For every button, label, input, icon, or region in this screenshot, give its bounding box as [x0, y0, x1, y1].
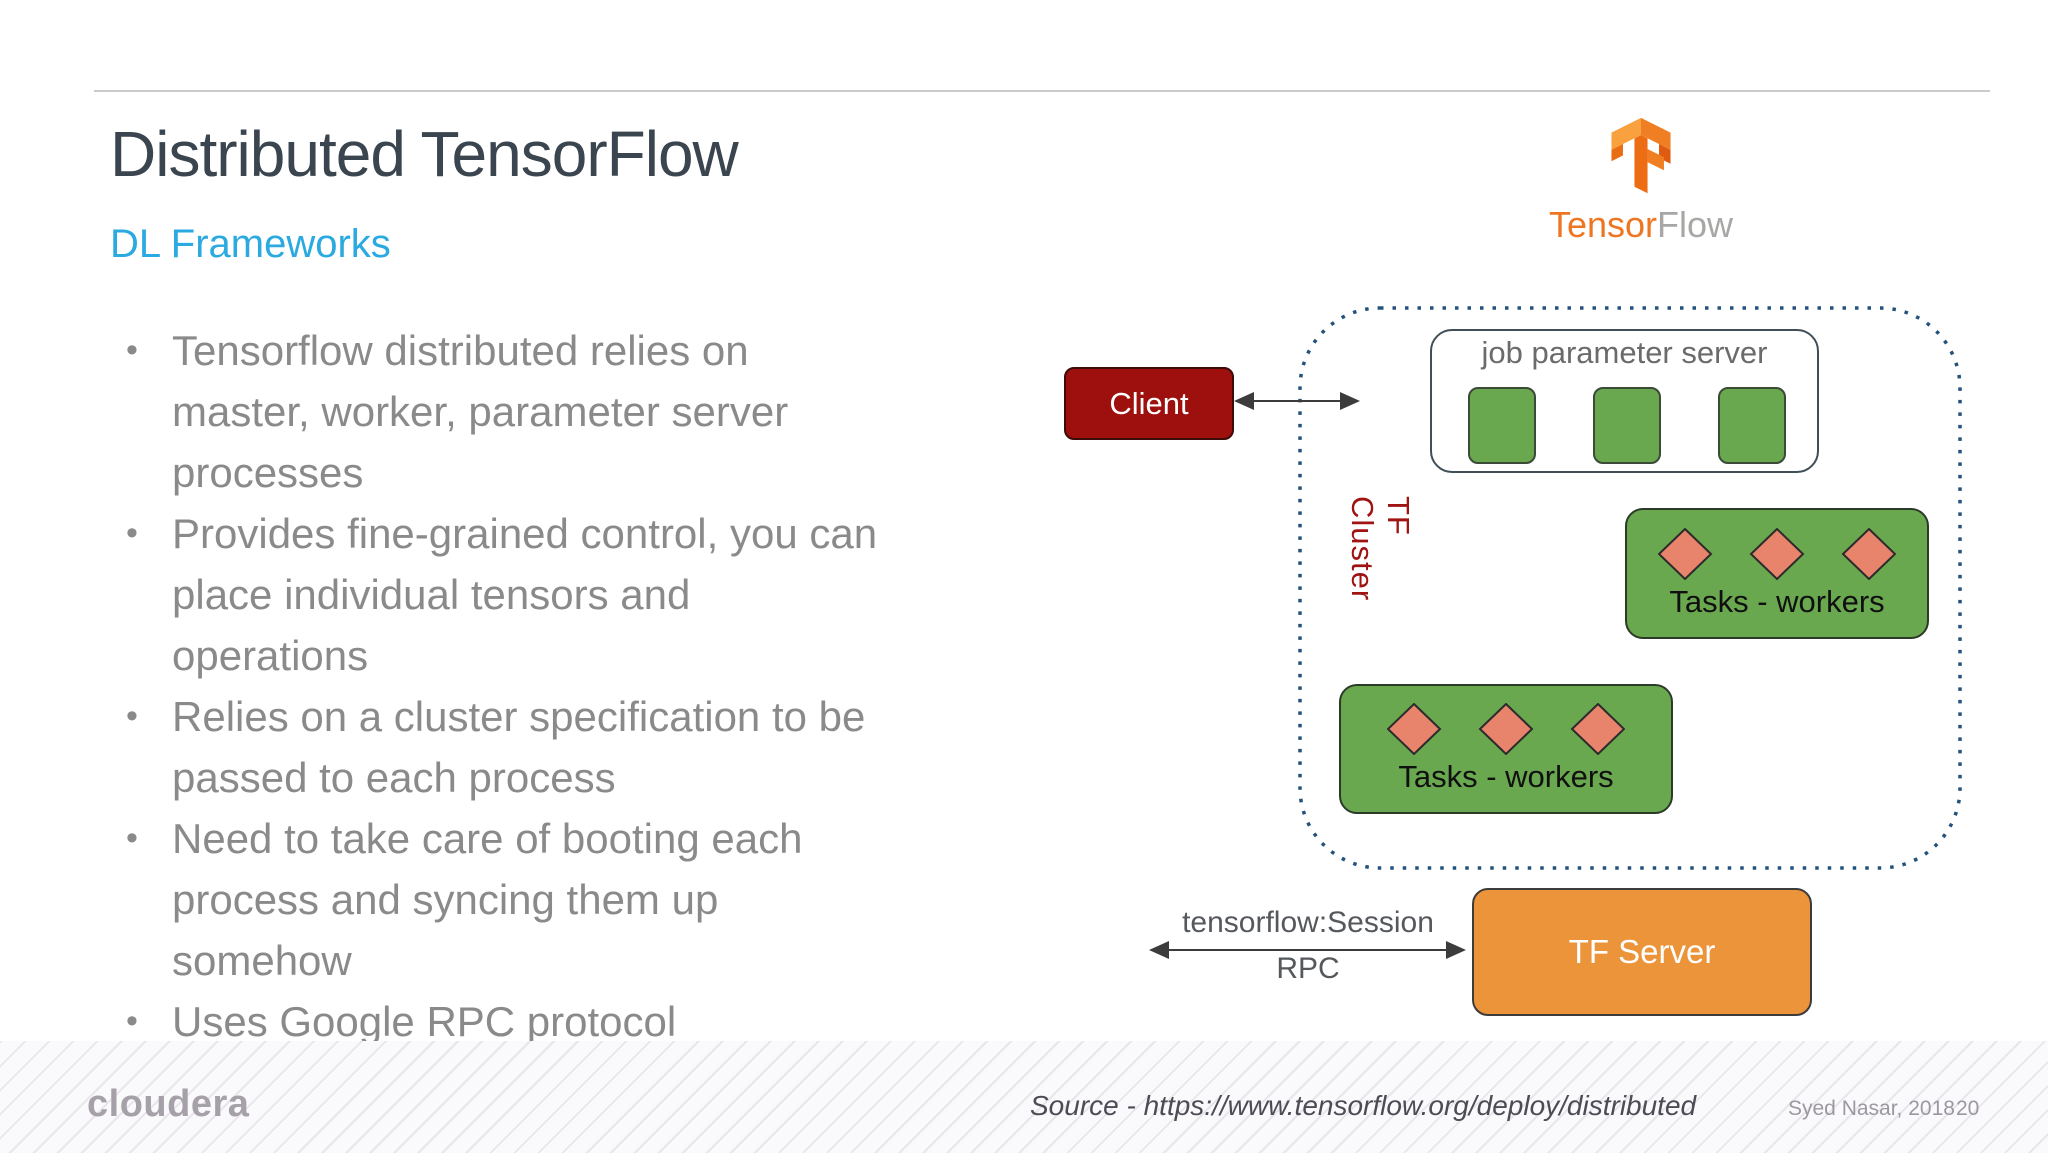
- tensorflow-wordmark: TensorFlow: [1541, 204, 1741, 246]
- tasks-workers-label: Tasks - workers: [1398, 759, 1614, 794]
- tasks-workers-node-bottom: Tasks - workers: [1339, 684, 1673, 814]
- bullet-list: Tensorflow distributed relies on master,…: [118, 320, 1178, 1052]
- bullet-item: Tensorflow distributed relies on master,…: [118, 320, 1178, 503]
- author-credit: Syed Nasar, 2018: [1788, 1097, 1955, 1120]
- page-title: Distributed TensorFlow: [110, 118, 739, 190]
- page-subtitle: DL Frameworks: [110, 222, 391, 266]
- tensorflow-logo-icon: [1611, 117, 1671, 194]
- parameter-task-icon: [1718, 387, 1786, 464]
- tensorflow-wordmark-flow: Flow: [1657, 204, 1734, 245]
- worker-diamond-icons: [1387, 703, 1625, 755]
- client-node: Client: [1064, 367, 1234, 440]
- client-node-label: Client: [1109, 385, 1189, 421]
- bullet-item: Relies on a cluster specification to be …: [118, 686, 1178, 808]
- footer-hatch-band: [0, 1041, 2048, 1153]
- worker-diamond-icons: [1658, 527, 1896, 580]
- bullet-item: Need to take care of booting each proces…: [118, 808, 1178, 991]
- job-parameter-server-node: job parameter server: [1430, 329, 1819, 473]
- session-arrow-caption-line1: tensorflow:Session: [1182, 906, 1434, 939]
- tensorflow-wordmark-tensor: Tensor: [1548, 204, 1658, 245]
- tasks-workers-node-top: Tasks - workers: [1625, 508, 1929, 639]
- tf-server-node: TF Server: [1472, 888, 1812, 1016]
- source-citation: Source - https://www.tensorflow.org/depl…: [1030, 1090, 1697, 1121]
- parameter-task-icon: [1593, 387, 1661, 464]
- parameter-task-icon: [1468, 387, 1536, 464]
- header-divider: [94, 90, 1990, 92]
- bullet-item: Uses Google RPC protocol: [118, 991, 1178, 1052]
- page-number: 20: [1956, 1097, 1980, 1120]
- job-parameter-server-label: job parameter server: [1481, 335, 1768, 370]
- cloudera-logo: cloudera: [87, 1083, 250, 1125]
- session-arrow-caption-line2: RPC: [1276, 952, 1340, 985]
- tf-cluster-label: TF Cluster: [1345, 496, 1416, 602]
- tf-cluster-dotted-border: [1298, 306, 1962, 870]
- bullet-item: Provides fine-grained control, you can p…: [118, 503, 1178, 686]
- tf-server-label: TF Server: [1568, 933, 1716, 970]
- tasks-workers-label: Tasks - workers: [1669, 583, 1885, 619]
